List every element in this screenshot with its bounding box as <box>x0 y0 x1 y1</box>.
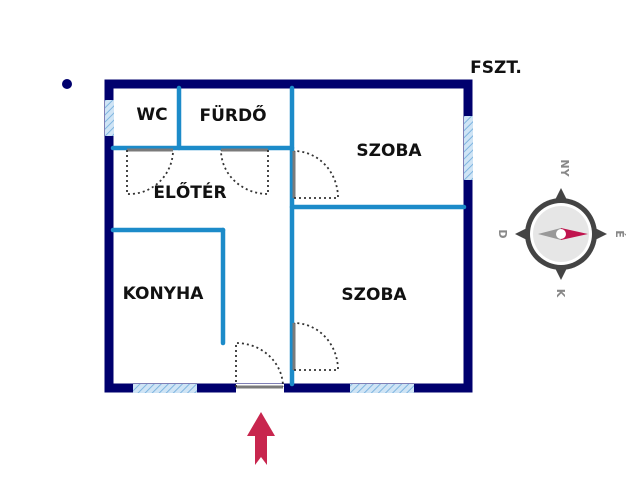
window-right <box>464 116 473 180</box>
outer-walls <box>104 79 473 393</box>
window-bottom-left <box>133 384 197 393</box>
door-wc <box>126 148 174 195</box>
room-label-furdo: FÜRDŐ <box>199 104 266 126</box>
doors <box>126 148 339 389</box>
compass-north: NY <box>558 159 571 177</box>
compass-east: É <box>613 230 626 238</box>
compass-needle-west <box>538 228 561 240</box>
window-bottom-right <box>350 384 414 393</box>
room-label-konyha: KONYHA <box>123 284 205 304</box>
door-furdo <box>220 148 269 195</box>
door-szoba-bottom <box>292 322 339 371</box>
inner-walls <box>110 85 467 387</box>
marker-dot <box>62 79 72 89</box>
room-label-szoba-1: SZOBA <box>356 141 422 161</box>
entrance-arrow-icon <box>247 412 275 465</box>
compass-south: K <box>554 289 567 298</box>
compass-icon: NY É K D <box>496 159 626 297</box>
compass-needle-east <box>561 228 588 240</box>
room-label-wc: WC <box>136 105 167 125</box>
door-entrance <box>235 342 284 389</box>
room-label-szoba-2: SZOBA <box>341 285 407 305</box>
door-szoba-top <box>292 150 339 199</box>
floor-label: FSZT. <box>470 58 522 78</box>
compass-west: D <box>496 229 509 238</box>
room-label-eloter: ELŐTÉR <box>153 181 226 203</box>
window-left <box>105 100 114 136</box>
